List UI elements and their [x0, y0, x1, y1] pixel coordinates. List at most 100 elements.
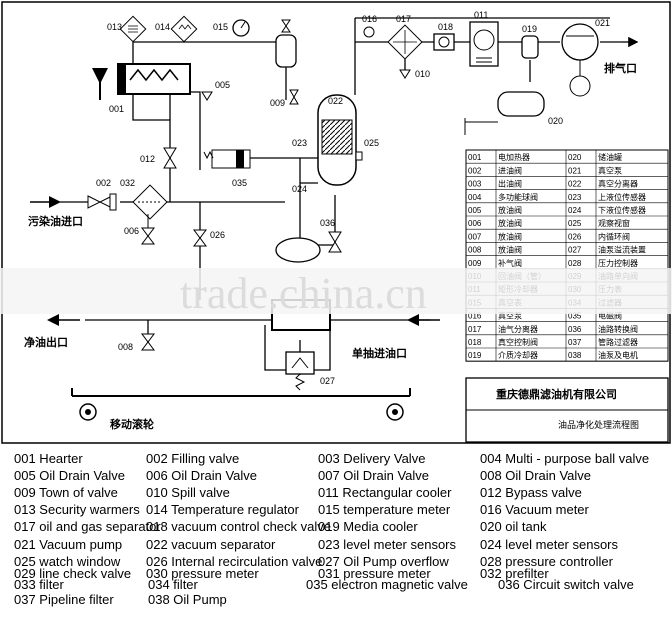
solenoid-valve-035 [203, 149, 251, 169]
parts-table-cell: 017 [468, 325, 482, 334]
legend-item: 013 Security warmers [14, 502, 140, 517]
legend-item: 004 Multi - purpose ball valve [480, 451, 650, 466]
legend-item: 010 Spill valve [146, 485, 230, 500]
legend-item: 002 Filling valve [146, 451, 240, 466]
parts-table-cell: 油泵溢流装置 [598, 245, 646, 255]
exhaust-label: 排气口 [604, 61, 637, 75]
parts-table-cell: 观察视窗 [598, 218, 630, 228]
legend-item: 011 Rectangular cooler [318, 485, 452, 500]
parts-table-cell: 020 [568, 153, 582, 162]
parts-table-cell: 油路转换阀 [598, 324, 638, 334]
svg-text:012: 012 [140, 154, 155, 164]
svg-text:018: 018 [438, 22, 453, 32]
legend-item: 005 Oil Drain Valve [14, 468, 126, 483]
parts-table-cell: 放油阀 [498, 205, 522, 215]
parts-table-cell: 002 [468, 166, 482, 175]
security-warmer-013 [119, 15, 147, 43]
svg-text:036: 036 [320, 218, 335, 228]
watermark: trade.china.cn [0, 268, 672, 318]
legend-item: 018 vacuum control check valve [146, 519, 331, 534]
parts-table-cell: 储油罐 [598, 152, 622, 162]
parts-table-cell: 018 [468, 338, 482, 347]
svg-text:032: 032 [120, 178, 135, 188]
legend-item: 033 filter [14, 577, 64, 592]
contaminated-in-label: 污染油进口 [28, 214, 83, 228]
svg-text:015: 015 [213, 22, 228, 32]
heater-001 [92, 63, 191, 100]
parts-table-cell: 真空泵 [598, 165, 622, 175]
parts-table-cell: 放油阀 [498, 218, 522, 228]
single-extract-label: 单抽进油口 [352, 346, 407, 360]
svg-text:025: 025 [364, 138, 379, 148]
diagram-frame [1, 1, 671, 444]
legend-item: 030 pressure meter [146, 566, 259, 581]
parts-table-cell: 025 [568, 219, 582, 228]
vacuum-separator-022 [317, 94, 357, 186]
parts-table-cell: 007 [468, 232, 482, 241]
svg-text:008: 008 [118, 342, 133, 352]
svg-text:006: 006 [124, 226, 139, 236]
pump-overflow-027 [285, 351, 315, 391]
legend-item: 006 Oil Drain Valve [146, 468, 258, 483]
parts-table-cell: 005 [468, 206, 482, 215]
oil-gas-separator-017 [387, 24, 423, 60]
parts-table-cell: 008 [468, 246, 482, 255]
parts-table-cell: 028 [568, 259, 582, 268]
svg-text:trade.china.cn: trade.china.cn [180, 269, 427, 318]
company-name: 重庆德鼎滤油机有限公司 [496, 387, 617, 401]
svg-text:010: 010 [415, 69, 430, 79]
parts-table-cell: 真空分离器 [598, 179, 638, 189]
legend-item: 027 Oil Pump overflow [318, 554, 449, 569]
legend-item: 025 watch window [14, 554, 121, 569]
legend-item: 019 Media cooler [318, 519, 418, 534]
parts-table-cell: 油气分离器 [498, 324, 538, 334]
parts-table-cell: 006 [468, 219, 482, 228]
legend-item: 008 Oil Drain Valve [480, 468, 592, 483]
moving-wheel-label: 移动滚轮 [110, 417, 154, 431]
svg-text:024: 024 [292, 184, 307, 194]
svg-text:001: 001 [109, 104, 124, 114]
vacuum-pump-021 [561, 23, 599, 97]
svg-text:002: 002 [96, 178, 111, 188]
vacuum-meter-016 [363, 26, 375, 38]
svg-text:017: 017 [396, 14, 411, 24]
parts-table-cell: 021 [568, 166, 582, 175]
svg-text:021: 021 [595, 18, 610, 28]
legend-item: 031 pressure meter [318, 566, 431, 581]
legend-item: 007 Oil Drain Valve [318, 468, 430, 483]
parts-table-cell: 037 [568, 338, 582, 347]
parts-table-cell: 介质冷却器 [498, 350, 538, 360]
legend-item: 024 level meter sensors [480, 537, 619, 552]
title-block: 重庆德鼎滤油机有限公司 油品净化处理流程图 [465, 377, 669, 443]
legend-item: 034 filter [148, 577, 198, 592]
parts-table-cell: 电磁阀 [598, 311, 622, 321]
parts-table-cell: 019 [468, 351, 482, 360]
parts-table-cell: 009 [468, 259, 482, 268]
svg-text:019: 019 [522, 24, 537, 34]
parts-table-cell: 016 [468, 312, 482, 321]
rectangular-cooler-011 [469, 21, 499, 67]
svg-text:027: 027 [320, 376, 335, 386]
svg-text:005: 005 [215, 80, 230, 90]
legend-item: 038 Oil Pump [148, 592, 227, 607]
legend-item: 021 Vacuum pump [14, 537, 123, 552]
svg-text:014: 014 [155, 22, 170, 32]
oil-tank-020 [497, 91, 545, 117]
svg-text:035: 035 [232, 178, 247, 188]
svg-text:022: 022 [328, 96, 343, 106]
parts-table-cell: 038 [568, 351, 582, 360]
process-flow-diagram: 013 014 015 016 017 010 018 011 019 020 [0, 1, 672, 444]
parts-table-cell: 真空控制阀 [498, 337, 538, 347]
parts-table-cell: 上液位传感器 [598, 192, 646, 202]
parts-table-cell: 压力控制器 [598, 258, 638, 268]
legend-item: 029 line check valve [14, 566, 132, 581]
svg-text:016: 016 [362, 14, 377, 24]
legend-item: 001 Hearter [14, 451, 83, 466]
parts-table-cell: 补气阀 [498, 258, 522, 268]
legend-item: 015 temperature meter [318, 502, 451, 517]
svg-text:009: 009 [270, 98, 285, 108]
legend-item: 037 Pipeline filter [14, 592, 114, 607]
parts-table-cell: 内循环阀 [598, 231, 630, 241]
